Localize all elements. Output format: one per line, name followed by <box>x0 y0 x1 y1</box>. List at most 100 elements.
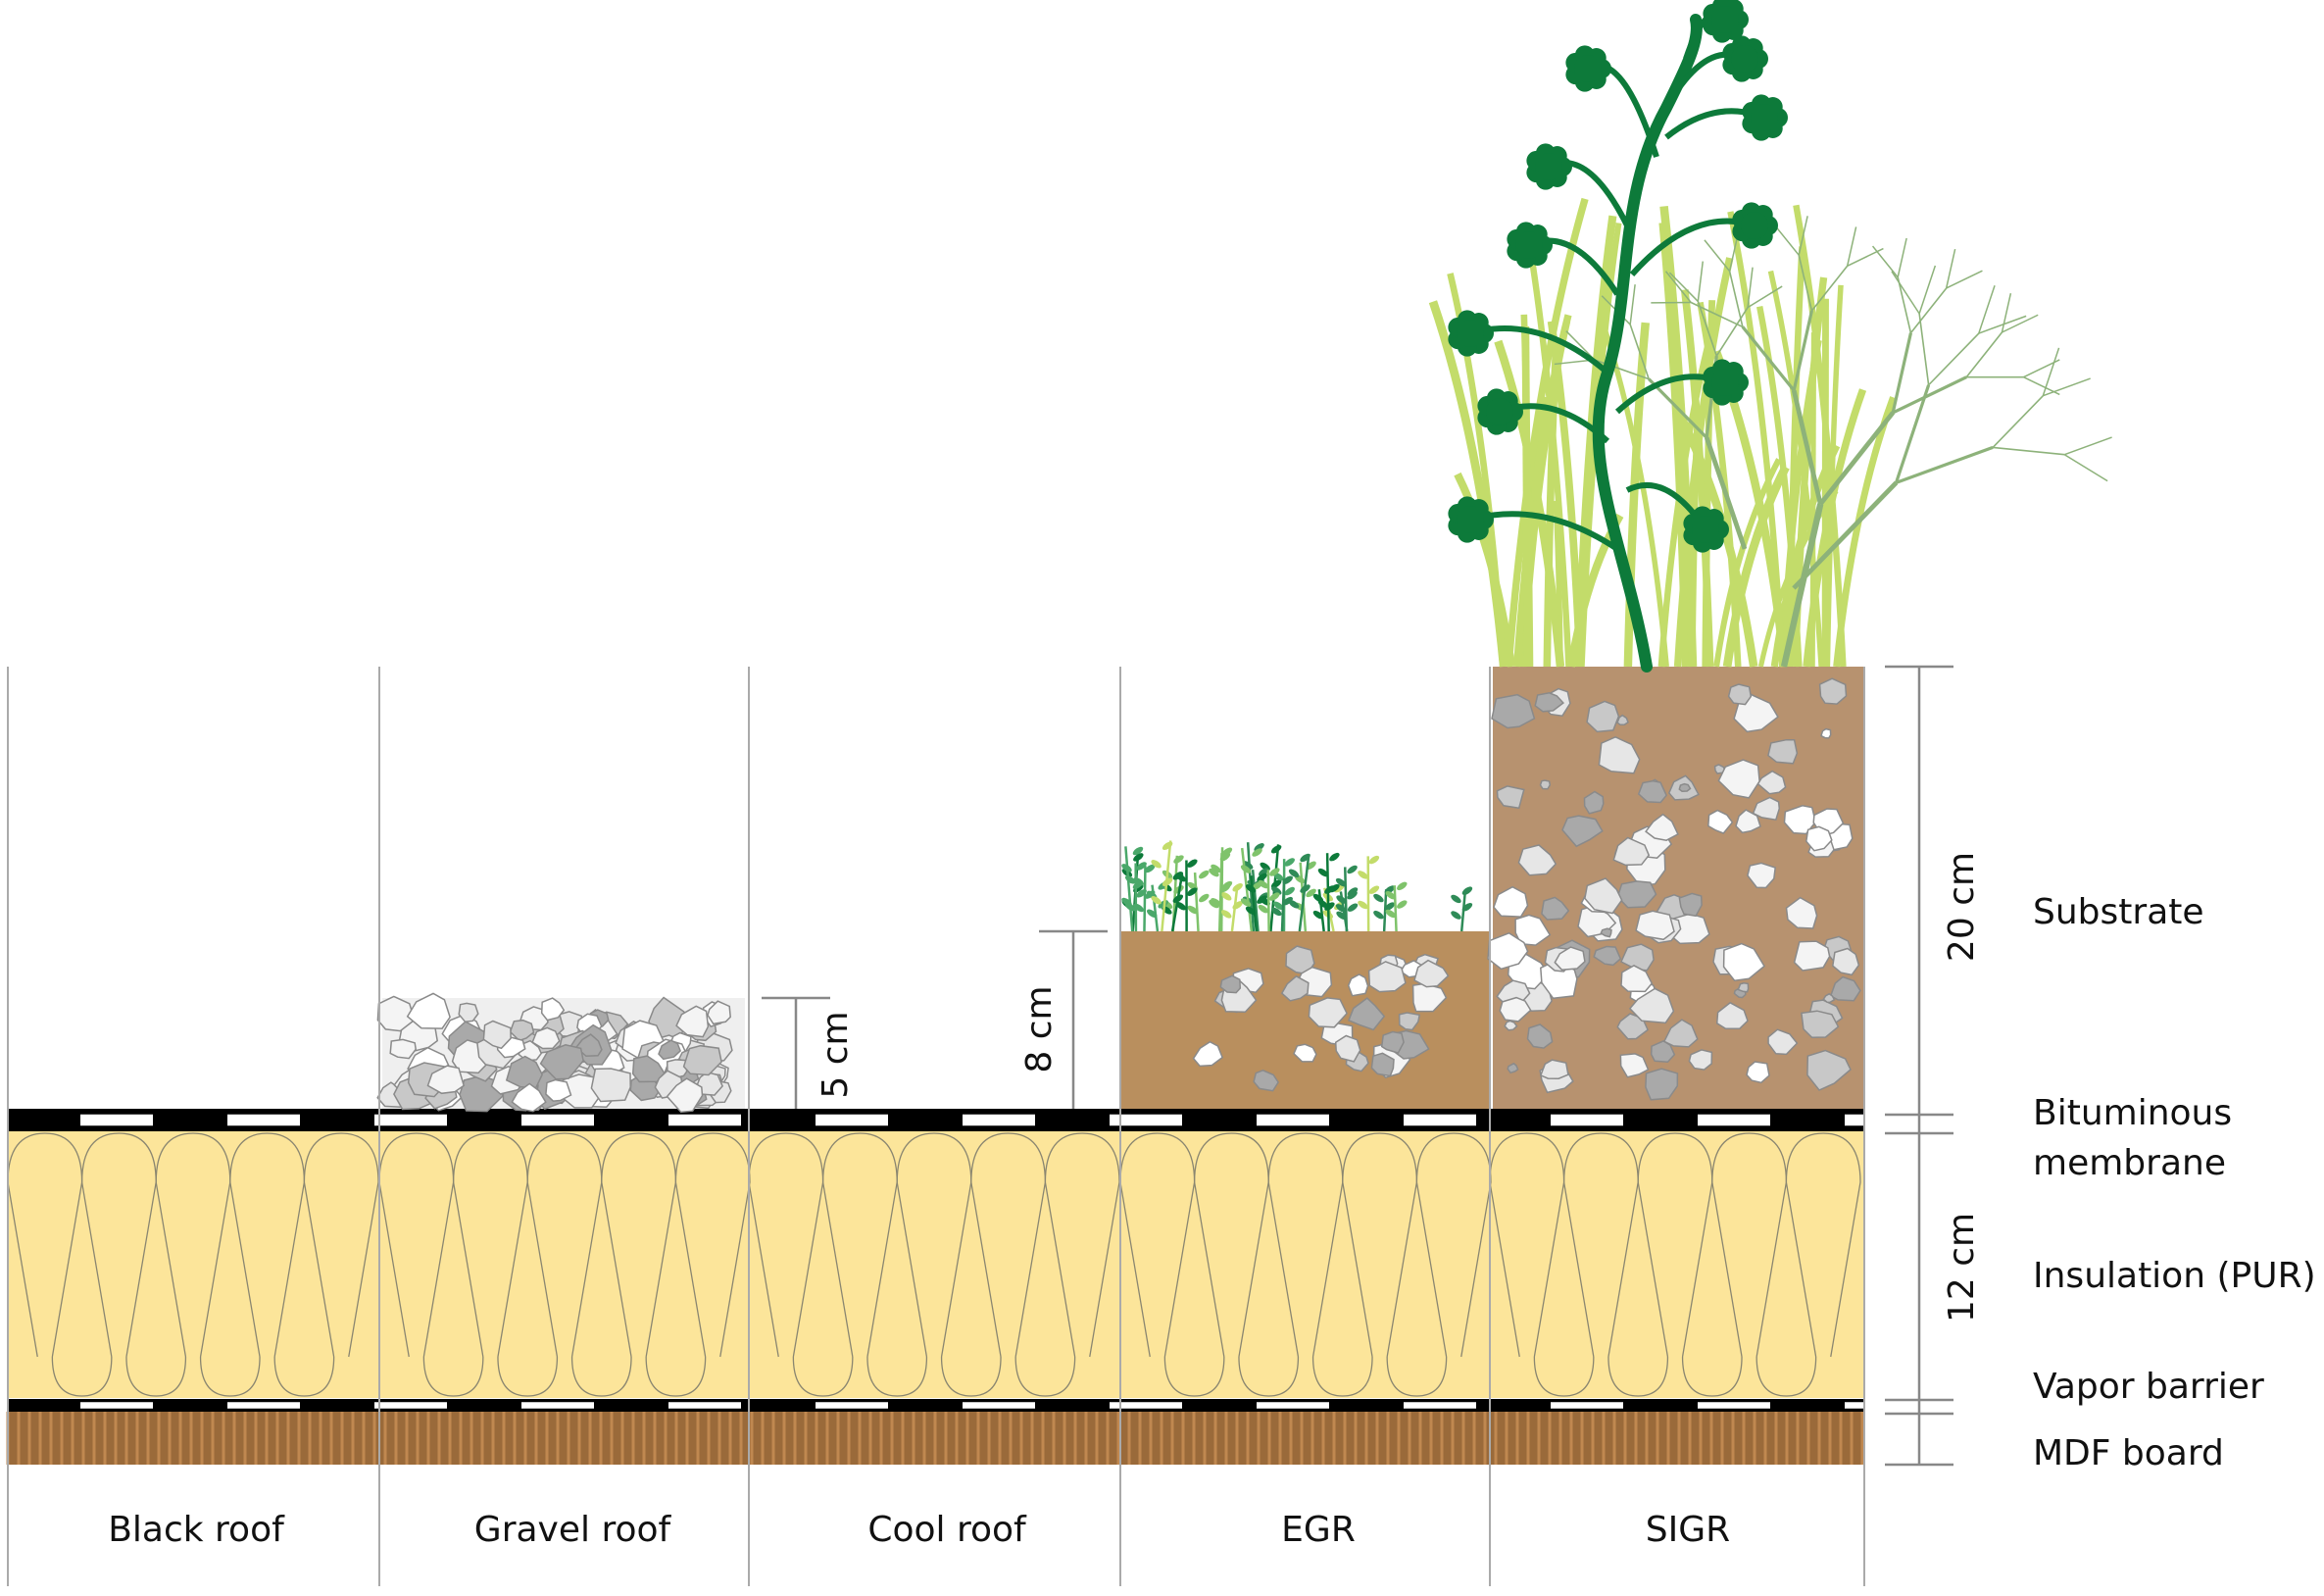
stone <box>1645 1068 1679 1101</box>
sedum-stem <box>1280 878 1286 932</box>
stone <box>1308 997 1348 1028</box>
stone <box>1619 1053 1650 1078</box>
sedum-leaf <box>1175 901 1187 911</box>
stone <box>1539 1059 1569 1079</box>
stone <box>1735 809 1761 834</box>
fern-branch <box>1945 248 1956 289</box>
fern-branch <box>1792 480 1899 590</box>
membrane-band <box>8 1399 1864 1412</box>
sedum-leaf <box>1451 894 1461 904</box>
stone <box>666 1077 704 1114</box>
grass-blade <box>1793 204 1847 668</box>
membrane-gap <box>1845 1402 1917 1409</box>
layer-label-membrane-2: membrane <box>2033 1143 2226 1183</box>
stone <box>1504 1020 1518 1031</box>
stone <box>1805 825 1833 852</box>
stone <box>1334 1034 1361 1063</box>
insulation-loop <box>792 1356 854 1397</box>
tree-leaf <box>1457 320 1484 347</box>
layer-label-insulation: Insulation (PUR) <box>2033 1256 2316 1296</box>
stone <box>1370 1052 1395 1077</box>
insulation-loop <box>645 1356 707 1397</box>
fern-branch <box>1629 284 1636 325</box>
tree-leaf <box>1457 506 1484 533</box>
sedum-leaf <box>1282 875 1293 884</box>
membrane-gap <box>1551 1402 1623 1409</box>
insulation-loop <box>1489 1132 1565 1358</box>
sedum-leaf <box>1385 909 1397 919</box>
vegetation <box>1121 0 2112 932</box>
layer-label-mdf-board: MDF board <box>2033 1433 2224 1473</box>
sedum-leaf <box>1240 898 1252 907</box>
stone <box>540 997 566 1022</box>
stone <box>1717 759 1760 799</box>
membrane-layers <box>8 1109 1917 1412</box>
membrane-gap <box>521 1402 594 1409</box>
stone <box>675 1005 710 1038</box>
sedum-leaf <box>1329 852 1340 862</box>
sedum-leaf <box>1221 847 1233 857</box>
tree-leaf <box>1711 369 1739 396</box>
sedum-stem <box>1193 873 1200 932</box>
membrane-gap <box>668 1114 741 1126</box>
membrane-gap <box>374 1402 447 1409</box>
fern-branch <box>1993 446 2065 456</box>
sedum-leaf <box>1306 861 1316 871</box>
sedum-leaf <box>1133 853 1144 862</box>
tree-leaf <box>1574 55 1602 82</box>
sedum-stem <box>1382 889 1388 932</box>
stone <box>1678 892 1703 918</box>
stone <box>1561 815 1604 848</box>
stone <box>509 1019 535 1042</box>
membrane-gap <box>1404 1402 1476 1409</box>
stone <box>1413 959 1450 988</box>
stone <box>1219 974 1242 994</box>
insulation-loop <box>1785 1132 1861 1358</box>
fern-branch <box>1704 239 1731 273</box>
dimension-label-sigr: 20 cm <box>1942 852 1982 962</box>
fern-branch <box>1648 377 1708 439</box>
fern-branch <box>2002 314 2039 333</box>
sedum-stem <box>1240 847 1254 932</box>
insulation-loop <box>896 1132 972 1358</box>
sedum-leaf <box>1219 883 1231 893</box>
stone <box>658 1039 681 1061</box>
stone <box>1727 683 1753 706</box>
fern-branch <box>1892 375 1967 415</box>
sedum-leaf <box>1162 877 1173 886</box>
membrane-gap <box>1551 1114 1623 1126</box>
insulation-loop <box>1311 1356 1373 1397</box>
sedum-leaf <box>1219 852 1231 862</box>
sedum-leaf <box>1271 907 1282 917</box>
insulation-loop <box>1267 1132 1344 1358</box>
stone <box>1818 677 1848 705</box>
sedum-leaf <box>1335 904 1347 913</box>
insulation-loop <box>125 1356 187 1397</box>
stone <box>1493 885 1529 918</box>
membrane-gap <box>668 1402 741 1409</box>
stone <box>1600 927 1612 938</box>
sedum-leaf <box>1144 864 1156 873</box>
insulation-loop <box>1533 1356 1595 1397</box>
sedum-leaf <box>1259 868 1269 876</box>
dimension-lines <box>762 665 1953 1467</box>
sedum-leaf <box>1300 853 1310 863</box>
sedum-leaf <box>1461 886 1473 895</box>
sedum-stem <box>1393 885 1398 932</box>
stone <box>1688 1049 1713 1071</box>
sedum-leaf <box>1334 883 1345 893</box>
sedum-leaf <box>1336 895 1347 904</box>
stone <box>1645 813 1679 841</box>
insulation-loop <box>526 1132 603 1358</box>
sedum-leaf <box>1162 841 1173 850</box>
sedum-leaf <box>1347 865 1358 874</box>
fern-branch <box>1715 307 1749 357</box>
stones <box>376 677 1861 1114</box>
stone <box>574 1033 603 1058</box>
stone <box>1517 844 1558 876</box>
stone <box>1583 790 1605 815</box>
grass-blade <box>1727 211 1786 668</box>
stone <box>1715 1001 1749 1030</box>
stone <box>682 1044 722 1076</box>
